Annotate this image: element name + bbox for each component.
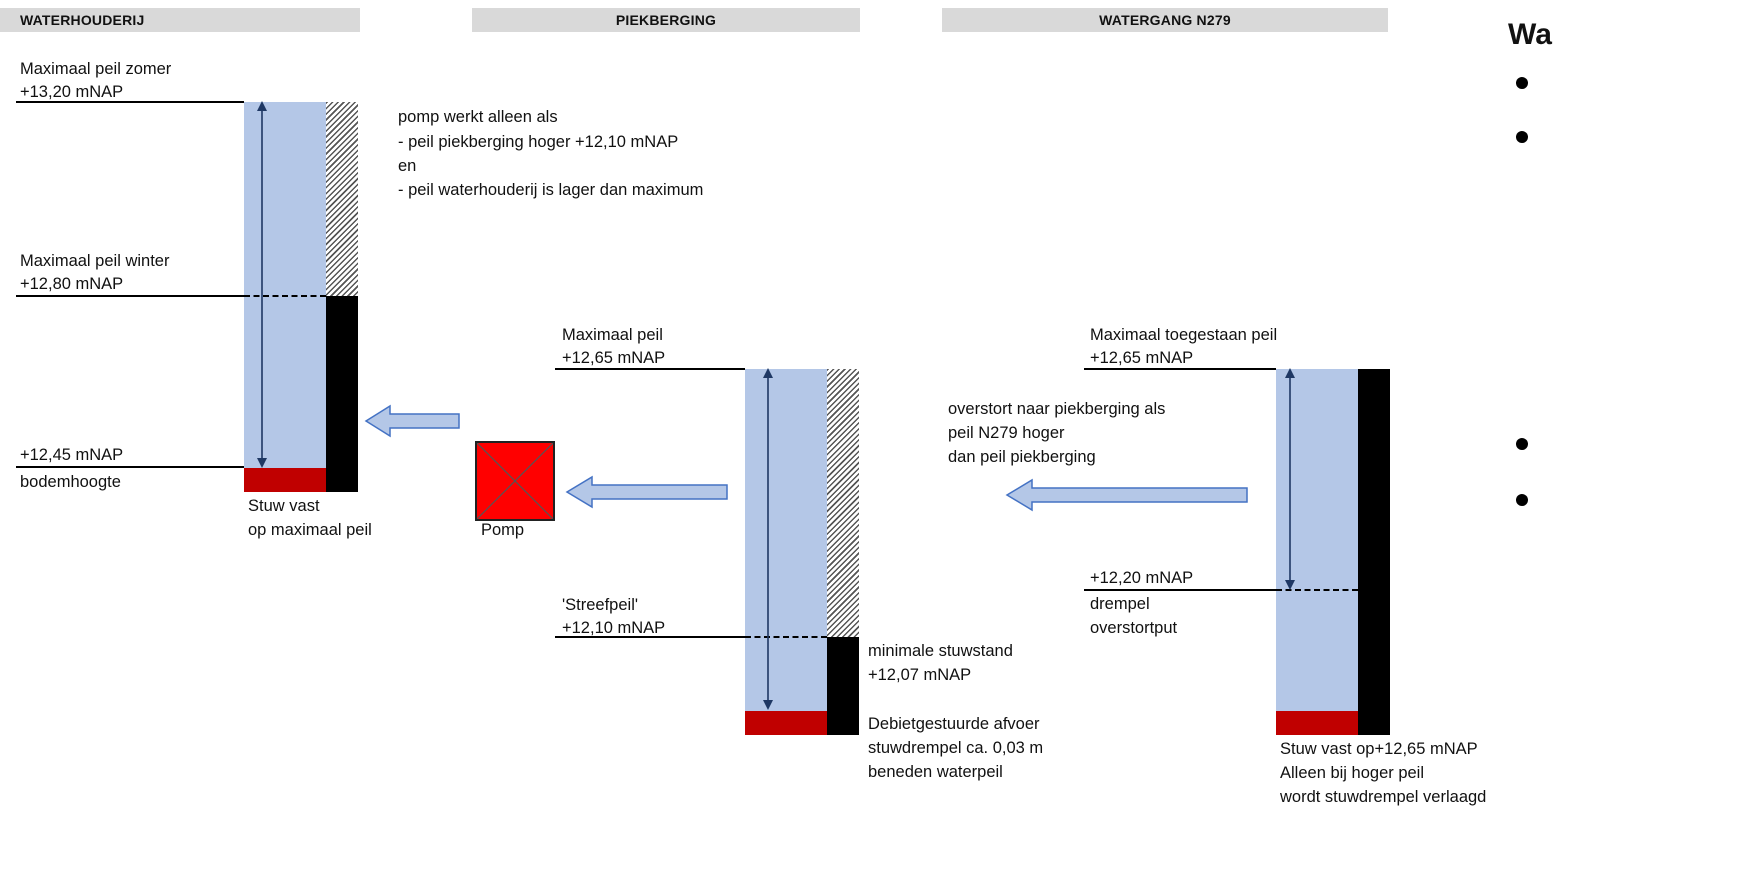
piekberging-streef-line [555, 636, 745, 638]
watergang-wall [1358, 369, 1390, 735]
piekberging-max-value: +12,65 mNAP [562, 349, 666, 367]
right-panel-bullet-4 [1516, 494, 1528, 506]
watergang-max-label: Maximaal toegestaan peil [1090, 326, 1278, 344]
flow-arrow-to-piekberging [1005, 478, 1248, 512]
watergang-overstort-line3: dan peil piekberging [948, 448, 1096, 466]
waterhouderij-max-winter-label: Maximaal peil winter [20, 252, 170, 270]
watergang-weir [1276, 711, 1358, 735]
pomp-icon [475, 441, 555, 521]
flow-arrow-to-waterhouderij [364, 404, 460, 438]
watergang-overstort-line2: peil N279 hoger [948, 424, 1065, 442]
header-piekberging: PIEKBERGING [472, 8, 860, 32]
waterhouderij-bodem-label: bodemhoogte [20, 473, 121, 491]
waterhouderij-stuw-line1: Stuw vast [248, 497, 320, 515]
piekberging-afvoer-line1: Debietgestuurde afvoer [868, 715, 1040, 733]
piekberging-min-stuw-value: +12,07 mNAP [868, 666, 972, 684]
watergang-stuw-line1: Stuw vast op+12,65 mNAP [1280, 740, 1478, 758]
pomp-note-line2: - peil piekberging hoger +12,10 mNAP [398, 133, 679, 151]
piekberging-streef-dash [745, 636, 827, 638]
watergang-overstort-line1: overstort naar piekberging als [948, 400, 1166, 418]
watergang-drempel-line1: drempel [1090, 595, 1150, 613]
header-watergang: WATERGANG N279 [942, 8, 1388, 32]
watergang-drempel-value: +12,20 mNAP [1090, 569, 1194, 587]
pomp-label: Pomp [481, 521, 525, 539]
piekberging-streef-label: 'Streefpeil' [562, 596, 639, 614]
waterhouderij-weir [244, 468, 326, 492]
piekberging-weir [745, 711, 827, 735]
watergang-drempel-line2: overstortput [1090, 619, 1178, 637]
waterhouderij-max-winter-value: +12,80 mNAP [20, 275, 124, 293]
watergang-drempel-line [1084, 589, 1276, 591]
piekberging-water-column [745, 369, 827, 711]
waterhouderij-bodem-value: +12,45 mNAP [20, 446, 124, 464]
waterhouderij-hatch-upper [326, 102, 358, 296]
waterhouderij-max-zomer-value: +13,20 mNAP [20, 83, 124, 101]
watergang-max-line [1084, 368, 1276, 370]
piekberging-afvoer-line2: stuwdrempel ca. 0,03 m [868, 739, 1044, 757]
waterhouderij-max-winter-line [16, 295, 244, 297]
piekberging-hatch-upper [827, 369, 859, 637]
watergang-drempel-dash [1276, 589, 1358, 591]
piekberging-wall [827, 637, 859, 735]
waterhouderij-wall [326, 296, 358, 492]
watergang-stuw-line3: wordt stuwdrempel verlaagd [1280, 788, 1487, 806]
right-panel-title: Wa [1508, 18, 1552, 51]
watergang-max-value: +12,65 mNAP [1090, 349, 1194, 367]
piekberging-max-line [555, 368, 745, 370]
header-waterhouderij: WATERHOUDERIJ [0, 8, 360, 32]
pomp-note-line3: en [398, 157, 417, 175]
watergang-stuw-line2: Alleen bij hoger peil [1280, 764, 1425, 782]
piekberging-min-stuw-label: minimale stuwstand [868, 642, 1013, 660]
piekberging-streef-value: +12,10 mNAP [562, 619, 666, 637]
waterhouderij-bodem-line [16, 466, 244, 468]
waterhouderij-max-zomer-label: Maximaal peil zomer [20, 60, 172, 78]
waterhouderij-stuw-line2: op maximaal peil [248, 521, 372, 539]
right-panel-bullet-2 [1516, 131, 1528, 143]
waterhouderij-max-winter-dash [244, 295, 326, 297]
pomp-note-line1: pomp werkt alleen als [398, 108, 558, 126]
piekberging-max-label: Maximaal peil [562, 326, 663, 344]
pomp-note-line4: - peil waterhouderij is lager dan maximu… [398, 181, 704, 199]
right-panel-bullet-3 [1516, 438, 1528, 450]
right-panel-bullet-1 [1516, 77, 1528, 89]
waterhouderij-max-zomer-line [16, 101, 244, 103]
flow-arrow-to-pomp [565, 475, 728, 509]
piekberging-afvoer-line3: beneden waterpeil [868, 763, 1003, 781]
